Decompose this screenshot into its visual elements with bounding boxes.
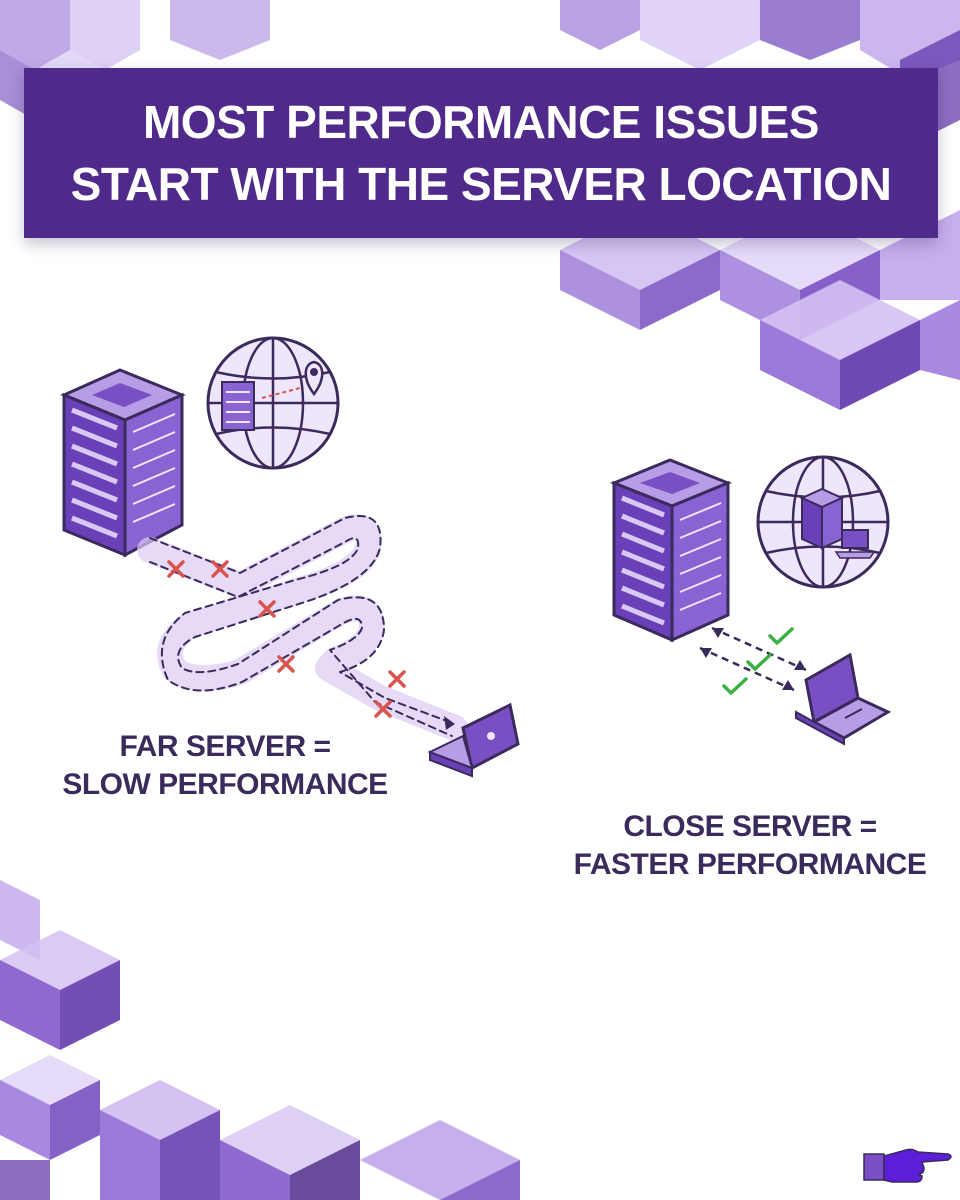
far-caption-line-2: SLOW PERFORMANCE [62,768,388,801]
title-banner: MOST PERFORMANCE ISSUES START WITH THE S… [24,68,938,238]
far-server-caption: FAR SERVER = SLOW PERFORMANCE [40,728,410,804]
close-server-caption: CLOSE SERVER = FASTER PERFORMANCE [560,808,940,884]
far-caption-line-1: FAR SERVER = [119,730,331,763]
title-line-2: START WITH THE SERVER LOCATION [70,158,892,210]
close-caption-line-1: CLOSE SERVER = [623,810,877,843]
close-caption-line-2: FASTER PERFORMANCE [573,848,927,881]
arrow-heads [700,628,806,690]
checkmark-icon [722,627,794,695]
title-line-1: MOST PERFORMANCE ISSUES [142,96,820,148]
server-rack-icon [60,368,186,558]
connection-arrows [699,626,807,692]
server-rack-icon [609,458,733,643]
globe-icon [756,455,890,589]
laptop-icon [427,702,520,778]
cross-icon [167,560,406,718]
laptop-icon [795,652,892,746]
cube-cluster-bottom-left [0,880,520,1200]
map-pin-icon [304,360,324,397]
winding-route [137,514,468,741]
pointing-hand-icon [863,1148,952,1183]
